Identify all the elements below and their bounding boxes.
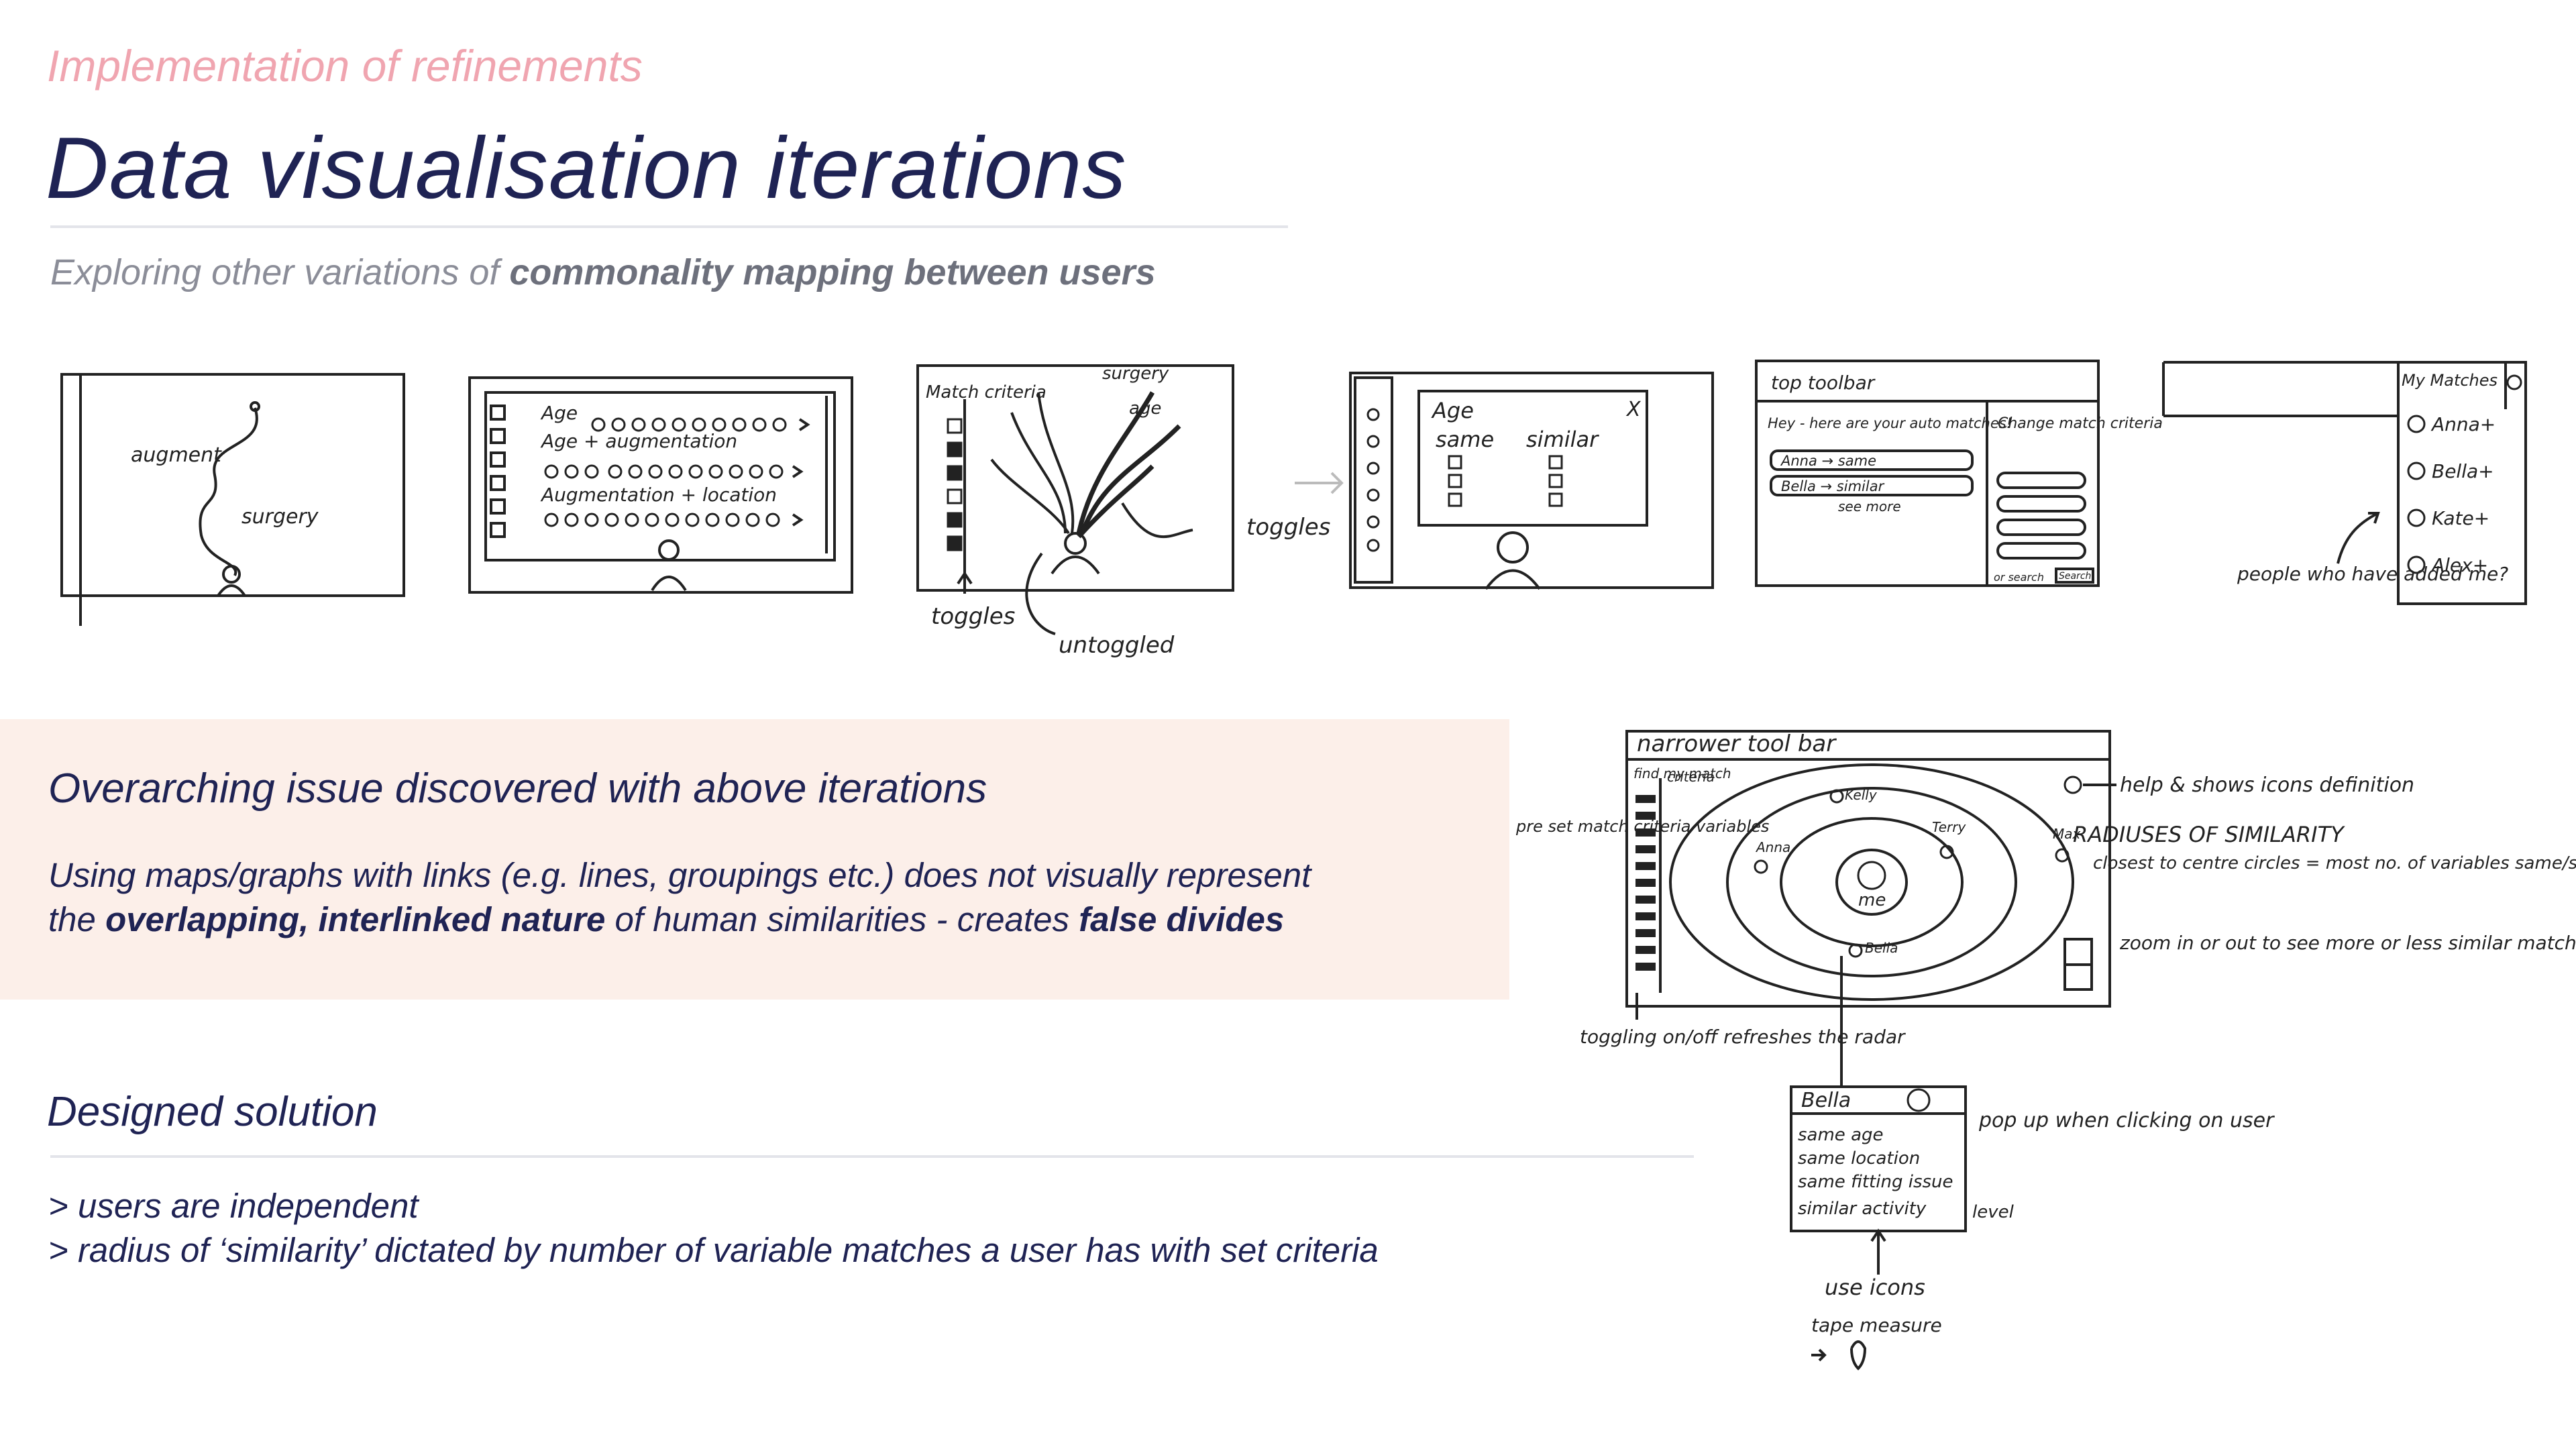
popup-note: pop up when clicking on user xyxy=(1978,1109,2275,1132)
radius-title: RADIUSES OF SIMILARITY xyxy=(2073,822,2345,847)
solution-body: > users are independent > radius of ‘sim… xyxy=(48,1184,1379,1273)
sketch-my-matches: My Matches Anna+ Bella+ Kate+ Alex+ peop… xyxy=(2157,349,2532,651)
toggle-note: toggling on/off refreshes the radar xyxy=(1580,1026,1906,1048)
match-bella: Bella → similar xyxy=(1781,478,1885,494)
solution-line-1: > users are independent xyxy=(48,1187,419,1225)
radar-anna: Anna xyxy=(1755,839,1790,855)
page-title: Data visualisation iterations xyxy=(46,119,1127,217)
title-divider xyxy=(50,225,1288,228)
page-subtitle: Exploring other variations of commonalit… xyxy=(50,252,1156,292)
search-button-label: Search xyxy=(2059,571,2091,582)
label-augment: augment xyxy=(131,443,222,467)
label-surgery: surgery xyxy=(241,505,319,529)
level-note: level xyxy=(1972,1202,2015,1222)
sketch-tree-branches: Match criteria surgery age toggles untog… xyxy=(911,352,1381,674)
filter-similar: similar xyxy=(1526,427,1599,452)
radar-kelly: Kelly xyxy=(1845,787,1878,803)
search-hint: or search xyxy=(1994,571,2044,584)
sketch-radar-solution: narrower tool bar find my match criteria… xyxy=(1515,711,2576,1389)
sketch-age-filter: Age X same similar xyxy=(1345,368,1721,592)
narrow-toolbar-label: narrower tool bar xyxy=(1637,731,1837,757)
see-more-link: see more xyxy=(1838,498,1901,515)
match-anna: Anna → same xyxy=(1780,453,1876,469)
radar-bella: Bella xyxy=(1865,940,1898,956)
solution-line-2: > radius of ‘similarity’ dictated by num… xyxy=(48,1231,1379,1269)
radar-max: Max xyxy=(2053,826,2081,842)
row-label-age: Age xyxy=(540,402,578,424)
popup-line-2: same location xyxy=(1798,1148,1920,1169)
label-surgery-branch: surgery xyxy=(1102,364,1169,384)
filter-same: same xyxy=(1436,427,1494,452)
tape-measure-note: tape measure xyxy=(1811,1314,1942,1336)
criteria-label: Match criteria xyxy=(926,382,1046,402)
popup-line-1: same age xyxy=(1798,1125,1884,1145)
issue-body: Using maps/graphs with links (e.g. lines… xyxy=(48,853,1311,942)
radar-terry: Terry xyxy=(1932,819,1966,835)
filter-close: X xyxy=(1625,398,1642,421)
arrow-connector xyxy=(1295,463,1348,503)
criteria-label-final: criteria xyxy=(1667,769,1715,785)
issue-line-2: the overlapping, interlinked nature of h… xyxy=(48,900,1285,938)
find-my-match: find my match xyxy=(1633,765,1731,782)
label-toggles-right: toggles xyxy=(1246,514,1330,541)
solution-heading: Designed solution xyxy=(47,1089,378,1135)
label-toggles-left: toggles xyxy=(931,603,1015,630)
help-note: help & shows icons definition xyxy=(2120,773,2414,797)
issue-heading: Overarching issue discovered with above … xyxy=(48,765,987,812)
radius-note: closest to centre circles = most no. of … xyxy=(2093,853,2576,873)
popup-line-3: same fitting issue xyxy=(1798,1172,1953,1192)
label-untoggled: untoggled xyxy=(1059,632,1175,659)
use-icons-note: use icons xyxy=(1825,1275,1925,1300)
section-kicker: Implementation of refinements xyxy=(47,41,643,91)
row-label-augmentation-location: Augmentation + location xyxy=(540,484,777,506)
sketch-rows-list: Age Age + augmentation Augmentation + lo… xyxy=(464,372,860,594)
solution-divider xyxy=(50,1155,1694,1158)
row-label-age-augmentation: Age + augmentation xyxy=(540,430,737,452)
match-item-4: Alex+ xyxy=(2430,554,2488,576)
change-criteria: Change match criteria xyxy=(1998,415,2163,432)
label-age-branch: age xyxy=(1129,398,1161,419)
popup-line-4: similar activity xyxy=(1798,1199,1927,1219)
filter-age: Age xyxy=(1431,398,1474,423)
popup-name: Bella xyxy=(1801,1089,1851,1112)
pre-set-note: pre set match criteria variables xyxy=(1515,817,1769,836)
greeting-text: Hey - here are your auto matches! xyxy=(1768,415,2012,431)
match-item-1: Anna+ xyxy=(2430,413,2496,435)
match-item-3: Kate+ xyxy=(2432,507,2489,529)
toolbar-label: top toolbar xyxy=(1771,372,1876,394)
my-matches-heading: My Matches xyxy=(2402,371,2498,390)
sketch-auto-matches: top toolbar Hey - here are your auto mat… xyxy=(1751,356,2163,590)
issue-callout xyxy=(0,719,1509,1000)
match-item-2: Bella+ xyxy=(2432,460,2494,482)
added-me-note: people who have added me? xyxy=(2237,563,2508,585)
sketch-map-lines: augment surgery xyxy=(54,368,416,629)
zoom-note: zoom in or out to see more or less simil… xyxy=(2119,932,2576,954)
radar-me: me xyxy=(1858,890,1886,910)
issue-line-1: Using maps/graphs with links (e.g. lines… xyxy=(48,856,1311,894)
